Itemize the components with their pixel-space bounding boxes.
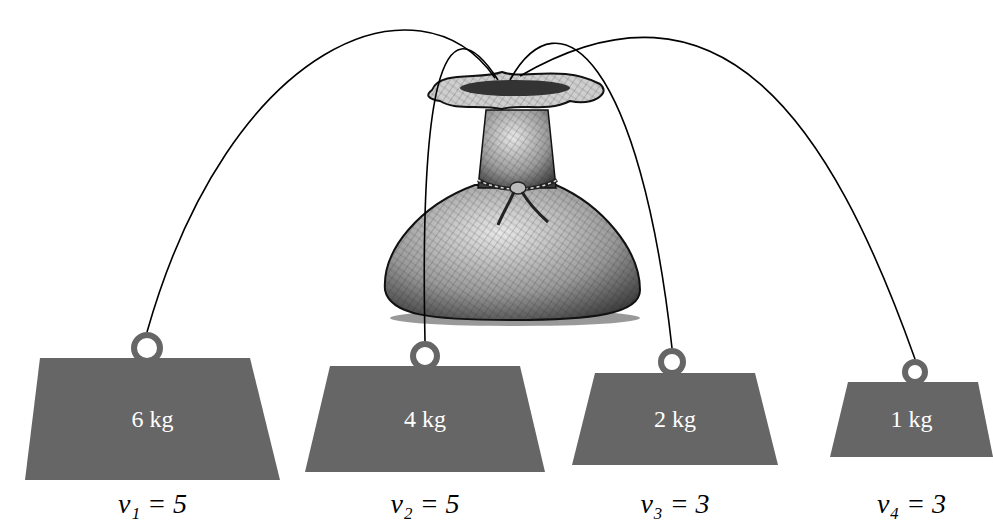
weight-ring: [905, 362, 925, 382]
weight-body: [305, 366, 545, 472]
bag-mouth: [428, 72, 603, 109]
value-label: v₁ = 5: [118, 488, 187, 520]
weight-block: 4 kgv₂ = 5: [305, 339, 545, 472]
link-curve: [510, 43, 672, 348]
link-curves: [147, 30, 915, 359]
bag-opening: [460, 80, 570, 96]
bag-hatching: [385, 185, 640, 320]
weight-ring: [413, 344, 437, 368]
weight-label: 1 kg: [891, 406, 933, 433]
weight-block: 6 kgv₁ = 5: [25, 330, 280, 480]
link-curve: [520, 37, 915, 359]
bag-body: [385, 185, 640, 320]
weight-body: [830, 382, 993, 457]
rope-ends: [498, 192, 548, 225]
weight-block: 2 kgv₃ = 3: [572, 346, 778, 465]
bag-mouth-hatching: [428, 72, 603, 109]
bag-neck-hatching: [478, 110, 556, 188]
weight-ring: [661, 351, 683, 373]
value-label: v₂ = 5: [390, 488, 459, 520]
weight-block: 1 kgv₄ = 3: [830, 357, 993, 457]
weight-label: 2 kg: [654, 406, 696, 433]
weight-label: 4 kg: [404, 406, 446, 433]
weight-label: 6 kg: [132, 406, 174, 433]
bag-neck: [478, 110, 556, 188]
link-curve: [147, 30, 495, 332]
weight-body: [25, 358, 280, 480]
link-curve: [424, 49, 498, 341]
value-label: v₃ = 3: [640, 488, 709, 520]
value-label: v₄ = 3: [877, 488, 946, 520]
weight-ring: [134, 335, 160, 361]
weight-shape: [25, 330, 280, 480]
weight-body: [572, 373, 778, 465]
